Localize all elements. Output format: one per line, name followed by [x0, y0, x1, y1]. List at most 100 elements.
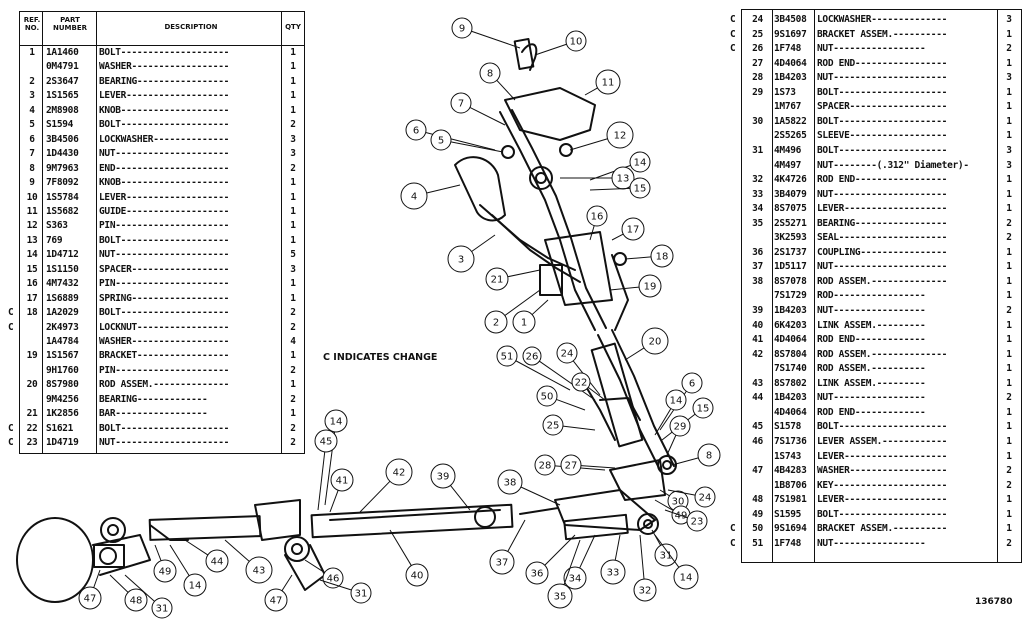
- part-description: ROD ASSEM.--------------: [99, 379, 230, 391]
- callout-leader: [556, 398, 586, 411]
- callout-40: 40: [389, 529, 429, 587]
- callout-leader: [109, 574, 129, 593]
- part-number: 8S7075: [774, 203, 807, 215]
- callout-number: 43: [253, 566, 266, 577]
- callout-leader: [224, 539, 250, 562]
- callout-balloon: [641, 327, 669, 355]
- callout-leader: [471, 30, 521, 49]
- callout-leader: [654, 534, 680, 568]
- callout-balloon: [556, 342, 578, 364]
- callout-number: 6: [689, 379, 695, 390]
- part-number: 3B4506: [46, 133, 79, 145]
- part-number: 4D4064: [774, 57, 807, 69]
- part-quantity: 1: [290, 220, 296, 232]
- callout-32: 32: [633, 534, 657, 602]
- lever-46-hub: [284, 536, 310, 562]
- callout-leader: [169, 544, 190, 576]
- ref-number: 10: [26, 191, 38, 203]
- part-number: 1S6889: [46, 292, 79, 304]
- part-quantity: 1: [290, 90, 296, 102]
- callout-number: 44: [211, 557, 224, 568]
- callout-5: 5: [430, 129, 504, 153]
- column-divider: [772, 10, 773, 562]
- callout-leader: [389, 529, 412, 566]
- bracket-25-arm: [584, 384, 616, 441]
- part-description: SPRING------------------: [99, 292, 230, 304]
- part-description: BOLT--------------------: [99, 422, 230, 434]
- callout-leader: [614, 534, 621, 561]
- callout-number: 36: [531, 569, 544, 580]
- ref-number: 33: [752, 188, 763, 200]
- callout-balloon: [606, 121, 634, 149]
- callout-leader: [329, 490, 339, 513]
- part-number: 1S1567: [46, 350, 79, 362]
- callout-2: 2: [484, 289, 541, 334]
- part-quantity: 1: [290, 408, 296, 420]
- part-quantity: 2: [1006, 537, 1012, 549]
- part-description: BOLT--------------------: [99, 119, 230, 131]
- callout-leader: [450, 485, 471, 511]
- callout-leader: [569, 138, 608, 151]
- part-quantity: 1: [290, 104, 296, 116]
- part-description: ROD ASSEM.--------------: [817, 275, 948, 287]
- callout-balloon: [600, 559, 626, 585]
- ref-number: 8: [29, 162, 35, 174]
- callout-42: 42: [359, 458, 413, 513]
- callout-leader: [624, 347, 645, 361]
- main-lever-shaft: [499, 111, 596, 331]
- callout-26: 26: [522, 346, 596, 401]
- part-description: SLEEVE------------------: [817, 130, 948, 142]
- callout-46: 46: [304, 559, 344, 589]
- part-number: S1621: [46, 422, 74, 434]
- part-description: ROD ASSEM.--------------: [817, 348, 948, 360]
- callout-number: 25: [547, 421, 560, 432]
- part-number: 1D4719: [46, 437, 79, 449]
- callout-49: 49: [153, 544, 177, 583]
- callout-number: 31: [660, 551, 673, 562]
- part-number: 1A4784: [46, 336, 79, 347]
- part-quantity: 2: [1006, 217, 1012, 229]
- callout-47: 47: [78, 569, 102, 610]
- part-description: PIN---------------------: [99, 364, 230, 376]
- callout-17: 17: [611, 217, 645, 241]
- callout-leader: [563, 539, 581, 585]
- callout-balloon: [522, 346, 542, 366]
- bracket-19-plate: [544, 231, 613, 306]
- callout-number: 41: [336, 476, 349, 487]
- part-quantity: 1: [1006, 261, 1012, 273]
- callout-number: 34: [569, 574, 582, 585]
- callout-leader: [531, 299, 549, 315]
- part-description: NUT-----------------: [817, 43, 926, 55]
- callout-leader: [154, 544, 162, 561]
- ref-number: 34: [752, 203, 763, 215]
- callout-leader: [654, 499, 674, 511]
- column-divider: [997, 10, 998, 562]
- callout-balloon: [686, 510, 708, 532]
- part-description: BOLT--------------------: [99, 234, 230, 246]
- callout-number: 47: [84, 594, 97, 605]
- header-ref-no: REF. NO.: [23, 16, 41, 32]
- part-quantity: 1: [1006, 348, 1012, 360]
- callout-balloon: [633, 578, 657, 602]
- part-number: 1F748: [774, 43, 802, 55]
- callout-35: 35: [547, 539, 581, 609]
- lever-38-arm: [554, 489, 656, 531]
- callout-8: 8: [479, 62, 516, 101]
- part-number: 7S1729: [774, 290, 807, 302]
- column-divider: [814, 10, 815, 562]
- callout-36: 36: [525, 534, 576, 585]
- callout-balloon: [692, 397, 714, 419]
- callout-leader: [507, 269, 541, 278]
- part-number: 1B4203: [774, 72, 807, 84]
